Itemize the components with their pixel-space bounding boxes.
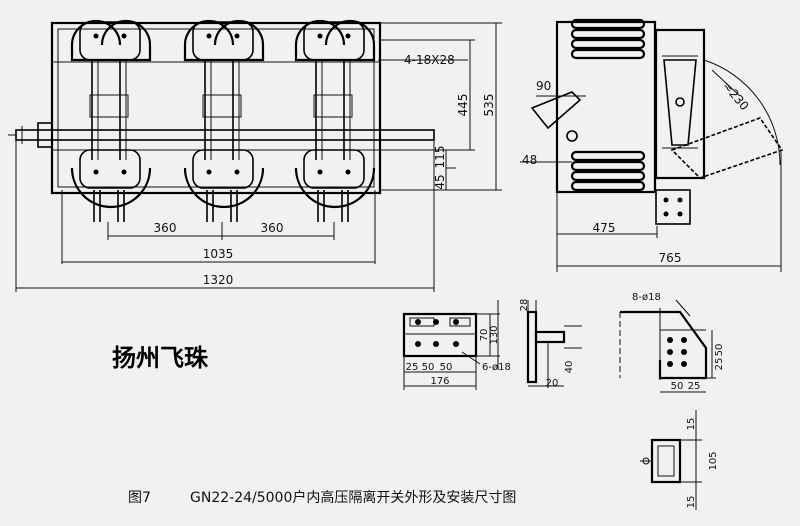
front-frame-inner [57,28,375,188]
dim-475: 475 [593,221,616,235]
operating-shaft [15,129,435,141]
dim-360-right: 360 [261,221,284,235]
dim-360-left: 360 [154,221,177,235]
dim-r230: ≈230 [720,79,752,113]
figure-title: GN22-24/5000户内高压隔离开关外形及安装尺寸图 [190,489,516,506]
dim-1035: 1035 [203,247,234,261]
bracket-dim-15-top: 15 [686,418,697,431]
mount-dim-50: 50 [714,344,725,357]
dim-45: 45 [433,174,447,189]
pole-2 [183,19,265,222]
figure-number: 图7 [128,490,151,506]
dim-535: 535 [482,94,496,117]
dim-20: 20 [546,378,559,389]
terminal-profile [526,310,538,384]
mount-bot-50: 50 [671,381,684,392]
dim-445: 445 [456,94,470,117]
bracket-dim-105: 105 [708,451,719,470]
front-hole-spec: 4-18X28 [404,53,455,67]
bracket-dim-15-bot: 15 [686,496,697,509]
dim-130: 130 [489,325,500,344]
dim-90: 90 [536,79,551,93]
dim-115: 115 [433,146,447,169]
mount-hole-spec: 8-ø18 [632,292,661,303]
shaft-crank [37,122,53,148]
side-blade [654,28,706,180]
open-blade-outline [670,117,784,179]
bracket-detail: 15 105 15 [640,410,719,510]
dim-765: 765 [659,251,682,265]
dim-48: 48 [522,153,537,167]
row-dim-50b: 50 [440,362,453,373]
dim-40: 40 [564,361,575,374]
terminal-plate [402,312,478,358]
pole-3 [294,19,376,222]
dim-70: 70 [479,329,490,342]
dim-176: 176 [430,376,449,387]
front-view: 4-18X28 445 535 115 45 360 360 1035 1320 [8,19,502,292]
dim-28: 28 [519,299,530,312]
mount-dim-25: 25 [714,358,725,371]
brand-text: 扬州飞珠 [112,343,209,372]
dim-1320: 1320 [203,273,234,287]
terminal-hole-spec: 6-ø18 [482,362,511,373]
mount-detail: 8-ø18 25 50 50 25 [619,292,725,393]
row-dim-25: 25 [406,362,419,373]
pole-1 [70,19,152,222]
front-frame [50,21,382,195]
row-dim-50a: 50 [422,362,435,373]
mount-bot-25: 25 [688,381,701,392]
terminal-detail: 28 70 130 40 20 25 50 50 176 6-ø18 [402,299,582,390]
side-view: 90 48 475 765 ≈230 [520,18,784,272]
